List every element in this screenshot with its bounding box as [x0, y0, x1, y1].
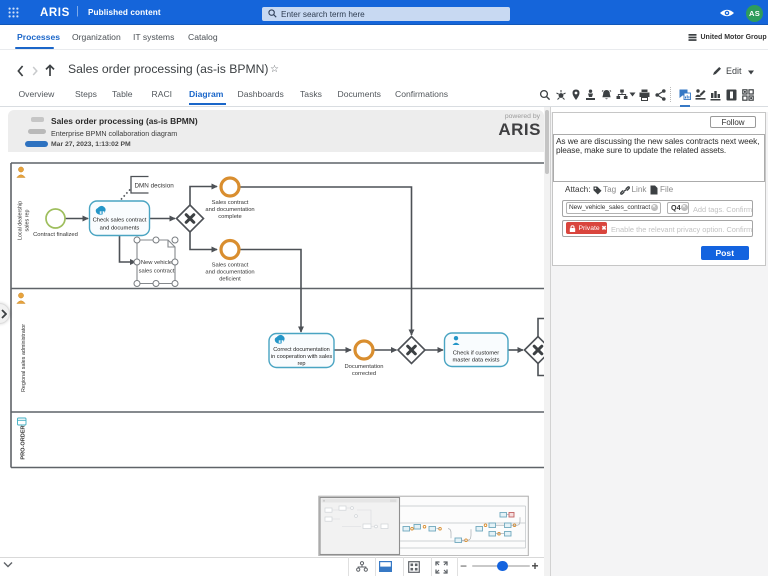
svg-text:corrected: corrected [352, 371, 376, 377]
svg-text:New vehicle: New vehicle [141, 260, 172, 266]
svg-text:deficient: deficient [219, 277, 241, 283]
svg-text:sales rep: sales rep [25, 210, 31, 232]
svg-text:PRO-ORDER: PRO-ORDER [21, 425, 27, 459]
svg-text:Correct documentation: Correct documentation [273, 347, 330, 353]
svg-text:complete: complete [218, 214, 242, 220]
svg-text:Regional sales administrator: Regional sales administrator [21, 324, 27, 392]
svg-text:master data exists: master data exists [452, 358, 499, 364]
svg-text:and documentation: and documentation [205, 270, 254, 276]
svg-text:Sales contract: Sales contract [212, 200, 249, 206]
svg-text:Check if customer: Check if customer [453, 351, 499, 357]
svg-text:sales contract: sales contract [139, 269, 175, 275]
svg-text:rep: rep [297, 361, 305, 367]
svg-text:and documentation: and documentation [205, 207, 254, 213]
svg-text:Contract finalized: Contract finalized [33, 232, 78, 238]
svg-text:Check sales contract: Check sales contract [93, 218, 147, 224]
svg-text:in cooperation with sales: in cooperation with sales [271, 354, 332, 360]
svg-text:Local dealership: Local dealership [18, 201, 24, 240]
svg-text:DMN decision: DMN decision [135, 183, 175, 190]
svg-text:Sales contract: Sales contract [212, 263, 249, 269]
svg-text:Documentation: Documentation [345, 364, 384, 370]
svg-text:and documents: and documents [100, 226, 140, 232]
